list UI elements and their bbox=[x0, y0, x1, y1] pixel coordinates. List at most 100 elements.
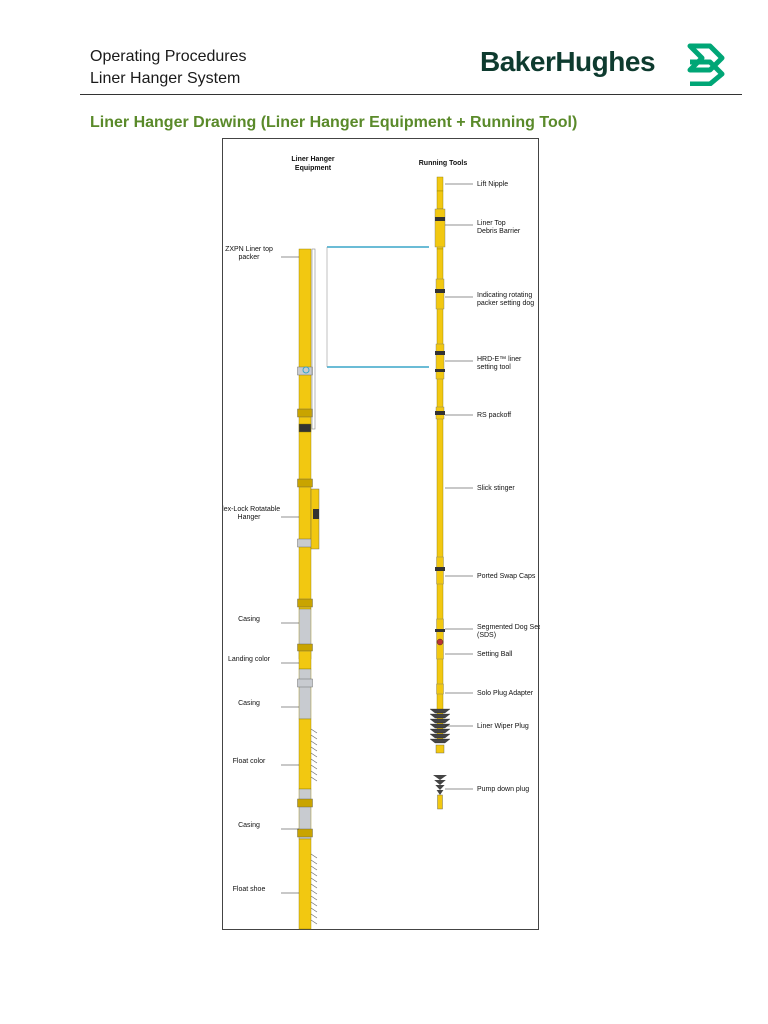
right-label-11-0: Pump down plug bbox=[477, 786, 529, 793]
float-hatch-0 bbox=[310, 776, 318, 782]
pump-plug-fin-3 bbox=[436, 790, 444, 795]
left-label-4-0: Casing bbox=[238, 700, 260, 707]
right-label-1-0: Liner Top bbox=[477, 220, 506, 227]
float-hatch-1 bbox=[310, 913, 318, 919]
float-hatch-1 bbox=[310, 871, 318, 877]
left-column-header-line1: Liner Hanger bbox=[291, 156, 334, 163]
setting-ball bbox=[436, 638, 444, 646]
packer-side-outline bbox=[311, 248, 316, 430]
connector-marker bbox=[302, 366, 310, 374]
right-band-4 bbox=[435, 411, 445, 415]
right-tool-body-1 bbox=[435, 278, 445, 310]
right-tool-body-2 bbox=[435, 343, 445, 380]
left-segment-4 bbox=[298, 668, 312, 720]
left-collar-3 bbox=[297, 538, 313, 548]
right-segment-0 bbox=[436, 176, 444, 192]
right-label-0-0: Lift Nipple bbox=[477, 181, 508, 188]
pump-plug-fin-0 bbox=[433, 775, 447, 780]
right-band-0 bbox=[435, 217, 445, 221]
right-column-header: Running Tools bbox=[419, 160, 468, 167]
running-tool-string bbox=[429, 176, 451, 810]
right-label-9-0: Solo Plug Adapter bbox=[477, 690, 534, 697]
right-label-3-0: HRD-E™ liner bbox=[477, 356, 522, 363]
float-hatch-1 bbox=[310, 895, 318, 901]
wiper-fin-0 bbox=[429, 708, 451, 714]
float-hatch-0 bbox=[310, 752, 318, 758]
wiper-fin-3 bbox=[429, 723, 451, 729]
right-band-6 bbox=[435, 629, 445, 632]
pump-plug-body bbox=[437, 794, 443, 810]
right-label-2-0: Indicating rotating bbox=[477, 292, 532, 299]
header-line-1: Operating Procedures bbox=[90, 48, 247, 65]
liner-hanger-drawing: Liner Hanger Equipment Running Tools ZXP… bbox=[222, 138, 540, 930]
float-hatch-0 bbox=[310, 758, 318, 764]
liner-hanger-equipment-string bbox=[297, 246, 429, 930]
wiper-fin-2 bbox=[429, 718, 451, 724]
right-label-4-0: RS packoff bbox=[477, 412, 511, 419]
left-label-1-0: Flex-Lock Rotatable bbox=[223, 506, 280, 513]
right-label-5-0: Slick stinger bbox=[477, 485, 515, 492]
section-title: Liner Hanger Drawing (Liner Hanger Equip… bbox=[90, 114, 578, 131]
left-label-0-1: packer bbox=[238, 254, 260, 261]
float-hatch-1 bbox=[310, 853, 318, 859]
right-label-2-1: packer setting dog bbox=[477, 300, 534, 307]
drawing-canvas: Liner Hanger Equipment Running Tools ZXP… bbox=[223, 156, 540, 930]
float-hatch-0 bbox=[310, 728, 318, 734]
right-label-1-1: Debris Barrier bbox=[477, 228, 521, 235]
right-band-3 bbox=[435, 369, 445, 372]
right-label-7-1: (SDS) bbox=[477, 632, 496, 639]
right-tool-body-0 bbox=[434, 208, 446, 248]
float-hatch-0 bbox=[310, 764, 318, 770]
right-band-5 bbox=[435, 567, 445, 571]
float-hatch-0 bbox=[310, 746, 318, 752]
left-segment-5 bbox=[298, 718, 312, 790]
left-collar-6 bbox=[297, 678, 313, 688]
float-hatch-1 bbox=[310, 907, 318, 913]
right-label-7-0: Segmented Dog Seat bbox=[477, 624, 540, 631]
right-tool-body-6 bbox=[436, 683, 444, 695]
float-hatch-1 bbox=[310, 859, 318, 865]
float-hatch-1 bbox=[310, 889, 318, 895]
left-label-0-0: ZXPN Liner top bbox=[225, 246, 273, 253]
wiper-fin-5 bbox=[429, 733, 451, 739]
float-hatch-1 bbox=[310, 919, 318, 925]
right-band-1 bbox=[435, 289, 445, 293]
left-label-2-0: Casing bbox=[238, 616, 260, 623]
right-label-6-0: Ported Swap Caps bbox=[477, 573, 536, 580]
right-segment-1 bbox=[436, 190, 444, 210]
wiper-fin-6 bbox=[429, 738, 451, 744]
float-hatch-1 bbox=[310, 883, 318, 889]
left-collar-2 bbox=[297, 478, 313, 488]
left-label-3-0: Landing color bbox=[228, 656, 271, 663]
float-hatch-1 bbox=[310, 865, 318, 871]
left-collar-4 bbox=[297, 598, 313, 608]
float-hatch-1 bbox=[310, 901, 318, 907]
pump-plug-fin-1 bbox=[434, 780, 446, 785]
left-segment-1 bbox=[298, 423, 312, 433]
pump-plug-fin-2 bbox=[435, 785, 445, 790]
right-label-8-0: Setting Ball bbox=[477, 651, 513, 658]
header-line-2: Liner Hanger System bbox=[90, 70, 241, 87]
left-label-5-0: Float color bbox=[233, 758, 266, 765]
float-hatch-0 bbox=[310, 770, 318, 776]
logo-text: BakerHughes bbox=[480, 46, 656, 77]
left-collar-8 bbox=[297, 828, 313, 838]
left-column-header-line2: Equipment bbox=[295, 165, 332, 172]
float-hatch-1 bbox=[310, 877, 318, 883]
left-label-1-1: Hanger bbox=[238, 514, 262, 521]
wiper-fin-1 bbox=[429, 713, 451, 719]
bakerhughes-chevron-logo-icon bbox=[687, 43, 725, 86]
wiper-fin-4 bbox=[429, 728, 451, 734]
header-divider bbox=[80, 94, 742, 95]
left-collar-5 bbox=[297, 643, 313, 652]
float-hatch-0 bbox=[310, 734, 318, 740]
float-hatch-0 bbox=[310, 740, 318, 746]
right-band-2 bbox=[435, 351, 445, 355]
left-segment-7 bbox=[298, 838, 312, 930]
left-label-7-0: Float shoe bbox=[233, 886, 266, 893]
hanger-slip bbox=[313, 509, 319, 519]
wiper-nose bbox=[435, 744, 445, 754]
left-collar-1 bbox=[297, 408, 313, 418]
